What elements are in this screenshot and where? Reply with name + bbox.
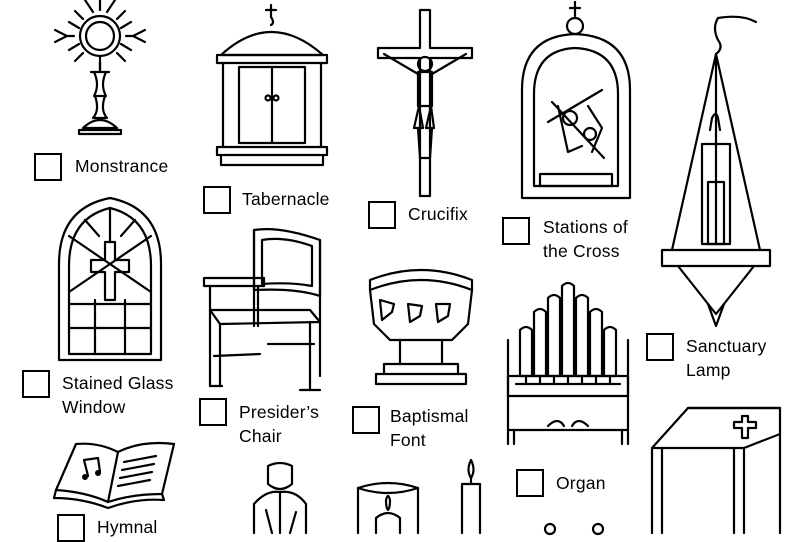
sanctuary-lamp-icon (660, 15, 772, 328)
cruets-icon (543, 522, 605, 536)
presiders-chair-icon (202, 228, 322, 392)
saint-statue-icon (252, 461, 308, 535)
sanctuary-lamp-checkbox[interactable] (646, 333, 674, 361)
organ-icon (506, 281, 630, 446)
organ-label: Organ (556, 473, 606, 493)
crucifix-checkbox[interactable] (368, 201, 396, 229)
stations-of-the-cross-label-line1: Stations of (543, 217, 628, 237)
monstrance-checkbox[interactable] (34, 153, 62, 181)
sanctuary-lamp-label-line1: Sanctuary (686, 336, 767, 356)
tabernacle-label: Tabernacle (242, 189, 330, 209)
stations-of-the-cross-icon (520, 0, 632, 200)
stations-of-the-cross-checkbox[interactable] (502, 217, 530, 245)
ambo-icon (650, 406, 782, 535)
hymnal-checkbox[interactable] (57, 514, 85, 542)
presiders-chair-checkbox[interactable] (199, 398, 227, 426)
presiders-chair-label-line2: Chair (239, 426, 282, 446)
monstrance-icon (53, 0, 147, 136)
stained-glass-window-label-line2: Window (62, 397, 126, 417)
baptismal-font-checkbox[interactable] (352, 406, 380, 434)
stained-glass-window-label-line1: Stained Glass (62, 373, 174, 393)
stained-glass-window-icon (57, 196, 163, 362)
baptismal-font-icon (368, 268, 474, 386)
tabernacle-icon (215, 3, 329, 167)
sanctuary-lamp-label-line2: Lamp (686, 360, 731, 380)
tabernacle-checkbox[interactable] (203, 186, 231, 214)
candle-holder-icon (356, 481, 420, 535)
hymnal-label: Hymnal (97, 517, 158, 537)
baptismal-font-label-line2: Font (390, 430, 426, 450)
stations-of-the-cross-label-line2: the Cross (543, 241, 620, 261)
crucifix-icon (376, 8, 474, 198)
stained-glass-window-checkbox[interactable] (22, 370, 50, 398)
hymnal-icon (52, 441, 176, 510)
presiders-chair-label-line1: Presider’s (239, 402, 320, 422)
altar-candle-icon (460, 458, 482, 535)
baptismal-font-label-line1: Baptismal (390, 406, 469, 426)
organ-checkbox[interactable] (516, 469, 544, 497)
crucifix-label: Crucifix (408, 204, 468, 224)
monstrance-label: Monstrance (75, 156, 169, 176)
